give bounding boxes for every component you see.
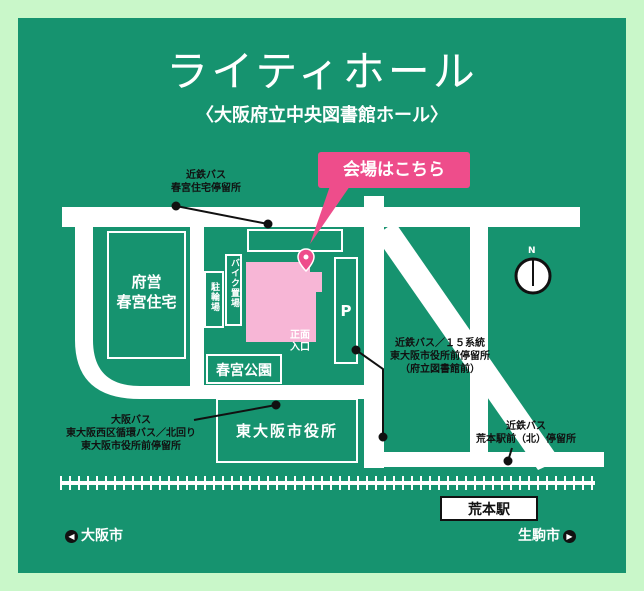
venue-callout[interactable]: 会場はこちら — [318, 152, 470, 188]
bus-stop-haruhiya-label: 近鉄バス 春宮住宅停留所 — [146, 169, 266, 195]
leader-line-15 — [355, 349, 384, 437]
direction-osaka[interactable]: ◀大阪市 — [62, 525, 123, 545]
entrance-label: 正面 入口 — [290, 330, 310, 354]
bicycle-parking-label: 駐輪場 — [209, 282, 219, 312]
bus-stop-aramoto-line1: 近鉄バス — [506, 421, 546, 432]
housing-label-line1: 府営 — [131, 273, 162, 291]
bus-stop-osaka-bus-label: 大阪バス 東大阪西区循環バス／北回り 東大阪市役所前停留所 — [46, 414, 216, 453]
city-office-label: 東大阪市役所 — [235, 422, 338, 440]
bus-stop-15-line1: 近鉄バス／１５系統 — [395, 338, 485, 349]
page-title: ライティホール — [166, 47, 478, 96]
housing-label-line2: 春宮住宅 — [116, 293, 177, 311]
bus-stop-osaka-bus-line3: 東大阪市役所前停留所 — [81, 441, 181, 452]
bus-stop-aramoto-label: 近鉄バス 荒本駅前（北）停留所 — [466, 420, 586, 446]
bicycle-parking-block — [204, 271, 224, 328]
bus-stop-dot-haruhiya-b[interactable] — [263, 219, 273, 229]
leader-line-osaka-bus — [193, 404, 277, 421]
bike-parking-block — [225, 254, 242, 326]
bus-stop-haruhiya-line1: 近鉄バス — [186, 170, 226, 181]
park-label: 春宮公園 — [216, 363, 272, 379]
leader-line-haruhiya — [175, 205, 269, 225]
station-name: 荒本駅 — [468, 502, 510, 518]
direction-ikoma-label: 生駒市 — [518, 528, 560, 544]
bus-stop-15-label: 近鉄バス／１５系統 東大阪市役所前停留所 （府立図書館前） — [376, 337, 504, 376]
bus-stop-osaka-bus-line1: 大阪バス — [111, 415, 151, 426]
housing-block — [107, 231, 186, 359]
direction-osaka-label: 大阪市 — [81, 528, 123, 544]
venue-marker-dot — [303, 254, 309, 260]
entrance-label-line1: 正面 — [290, 330, 310, 341]
bus-stop-dot-osaka-bus[interactable] — [271, 400, 281, 410]
bus-stop-dot-haruhiya-a[interactable] — [171, 201, 181, 211]
bus-stop-aramoto-line2: 荒本駅前（北）停留所 — [476, 434, 576, 445]
parking-label: P — [340, 302, 352, 320]
venue-building — [246, 262, 322, 342]
bus-stop-osaka-bus-line2: 東大阪西区循環バス／北回り — [66, 428, 196, 439]
bike-parking-label: バイク置場 — [229, 258, 239, 308]
right-arrow-icon: ▶ — [563, 529, 576, 543]
left-arrow-icon: ◀ — [65, 529, 78, 543]
frontage-road — [364, 452, 604, 467]
entrance-label-line2: 入口 — [290, 342, 310, 353]
blocks — [107, 229, 358, 463]
local-road-horizontal — [190, 385, 365, 399]
housing-label: 府営 春宮住宅 — [108, 272, 185, 312]
bus-stop-15-line2: 東大阪市役所前停留所 — [390, 351, 490, 362]
direction-ikoma[interactable]: 生駒市▶ — [518, 525, 579, 545]
park-block — [206, 354, 282, 384]
callout-pointer — [310, 186, 350, 244]
city-office-block — [216, 398, 358, 463]
diagonal-road — [375, 222, 560, 470]
page-subtitle: 〈大阪府立中央図書館ホール〉 — [196, 105, 448, 126]
venue-marker-icon[interactable] — [297, 248, 315, 273]
bus-stop-haruhiya-line2: 春宮住宅停留所 — [171, 183, 241, 194]
bus-stop-dot-15-b[interactable] — [378, 432, 388, 442]
bus-stop-leaders — [171, 201, 513, 466]
bus-stop-dot-aramoto[interactable] — [503, 456, 513, 466]
station-sign[interactable]: 荒本駅 — [440, 496, 538, 521]
bus-stop-15-line3: （府立図書館前） — [400, 364, 480, 375]
road-vertical-far-right — [470, 222, 488, 460]
compass-north-label: N — [528, 246, 536, 256]
north-building — [247, 229, 343, 252]
bus-stop-dot-15-a[interactable] — [351, 345, 361, 355]
road-vertical-center — [190, 225, 204, 397]
curved-road — [75, 225, 205, 399]
road-vertical-right — [364, 196, 384, 468]
parking-lot — [334, 257, 358, 364]
